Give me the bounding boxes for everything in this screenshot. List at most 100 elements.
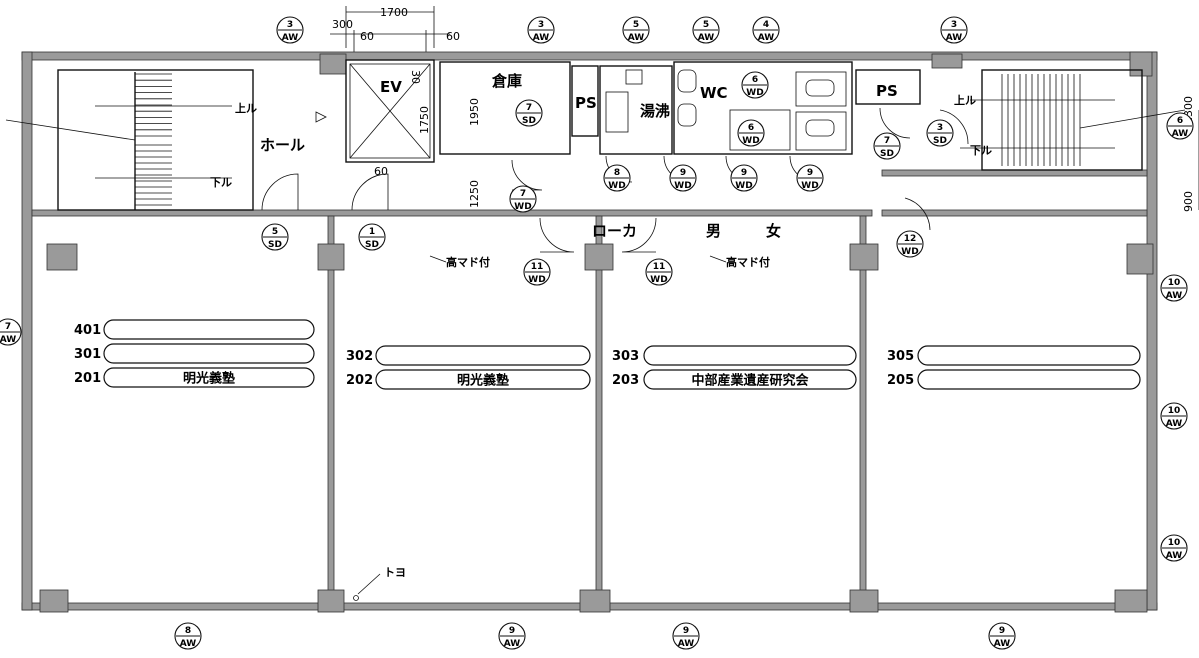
component-tag: 9AW — [988, 622, 1016, 650]
component-tag: 6WD — [737, 119, 765, 147]
tag-number: 9 — [741, 168, 747, 178]
nameplate-slot — [917, 345, 1141, 366]
right-stair: 上ル 下ル — [954, 69, 1186, 171]
tag-number: 11 — [653, 262, 666, 272]
women-label: 女 — [766, 222, 781, 240]
kettle-room: 湯沸 — [599, 65, 673, 155]
tag-code: AW — [180, 639, 197, 649]
tag-code: WD — [650, 275, 667, 285]
nameplate-slot — [643, 345, 857, 366]
dim-offset-60-b: 60 — [446, 30, 460, 43]
component-tag: 5SD — [261, 223, 289, 251]
component-tag: 3AW — [276, 16, 304, 44]
elevator-shaft: EV 1750 30 60 — [345, 59, 435, 178]
tag-number: 9 — [999, 626, 1005, 636]
nameplate-slot — [103, 343, 315, 364]
toilet-icon — [677, 69, 697, 93]
room-entry: 205 — [887, 369, 1141, 390]
tag-code: AW — [994, 639, 1011, 649]
kettle-label-1: 湯沸 — [640, 102, 670, 120]
room-entry: 305 — [887, 345, 1141, 366]
tag-code: WD — [801, 181, 818, 191]
component-tag: 9WD — [796, 164, 824, 192]
component-tag: 8AW — [174, 622, 202, 650]
tag-code: AW — [1166, 551, 1183, 561]
tag-code: WD — [742, 136, 759, 146]
ps-left-label: PS — [575, 94, 597, 112]
tag-number: 5 — [633, 20, 639, 30]
stove-icon — [625, 69, 643, 85]
tag-number: 5 — [272, 227, 278, 237]
tag-number: 3 — [951, 20, 957, 30]
tag-code: AW — [533, 33, 550, 43]
tag-code: WD — [901, 247, 918, 257]
room-number: 201 — [74, 371, 101, 386]
urinal-icon — [805, 119, 835, 137]
ps-right-label: PS — [876, 82, 898, 100]
tag-number: 11 — [531, 262, 544, 272]
component-tag: 8WD — [603, 164, 631, 192]
dim-right-b: 900 — [1182, 191, 1195, 212]
tag-code: AW — [1172, 129, 1189, 139]
room-number: 302 — [346, 349, 373, 364]
tag-number: 3 — [937, 123, 943, 133]
room-number: 202 — [346, 373, 373, 388]
right-stair-up: 上ル — [954, 93, 976, 107]
tag-code: AW — [628, 33, 645, 43]
tag-code: WD — [528, 275, 545, 285]
component-tag: 3AW — [527, 16, 555, 44]
component-tag: 5AW — [692, 16, 720, 44]
component-tag: 6WD — [741, 71, 769, 99]
tag-code: AW — [698, 33, 715, 43]
tag-number: 10 — [1168, 538, 1181, 548]
tag-code: AW — [1166, 291, 1183, 301]
nameplate-slot — [643, 369, 857, 390]
room-entry: 202 明光義塾 — [346, 369, 591, 390]
tag-number: 9 — [683, 626, 689, 636]
tag-number: 3 — [287, 20, 293, 30]
tag-number: 7 — [520, 189, 526, 199]
dim-top-width: 1700 — [380, 6, 408, 19]
hall-label: ホール — [260, 136, 305, 154]
tag-code: AW — [1166, 419, 1183, 429]
urinal-icon — [805, 79, 835, 97]
room-entry: 401 — [74, 319, 315, 340]
component-tag: 3SD — [926, 119, 954, 147]
room-number: 203 — [612, 373, 639, 388]
tag-code: SD — [365, 240, 379, 250]
component-tag: 9AW — [672, 622, 700, 650]
tag-code: AW — [0, 335, 16, 345]
component-tag: 9WD — [669, 164, 697, 192]
tag-code: SD — [522, 116, 536, 126]
dim-storage-depth: 1950 — [468, 98, 481, 126]
left-stair: 上ル 下ル — [5, 69, 257, 211]
tag-number: 3 — [538, 20, 544, 30]
tag-number: 8 — [185, 626, 191, 636]
tag-number: 7 — [5, 322, 11, 332]
wc-label: WC — [700, 84, 728, 102]
room-number: 205 — [887, 373, 914, 388]
tag-number: 7 — [884, 136, 890, 146]
tag-number: 1 — [369, 227, 375, 237]
component-tag: 7AW — [0, 318, 22, 346]
tenant-name: 明光義塾 — [457, 373, 509, 389]
corridor-label: ローカ — [592, 222, 637, 240]
room-number: 303 — [612, 349, 639, 364]
men-label: 男 — [706, 222, 721, 240]
tag-number: 10 — [1168, 406, 1181, 416]
dim-offset-60-c: 60 — [374, 165, 388, 178]
nameplate-slot — [375, 369, 591, 390]
nameplate-slot — [103, 367, 315, 388]
component-tag: 7WD — [509, 185, 537, 213]
ps-right-room — [855, 69, 921, 105]
tag-number: 9 — [509, 626, 515, 636]
tag-code: AW — [504, 639, 521, 649]
component-tag: 5AW — [622, 16, 650, 44]
